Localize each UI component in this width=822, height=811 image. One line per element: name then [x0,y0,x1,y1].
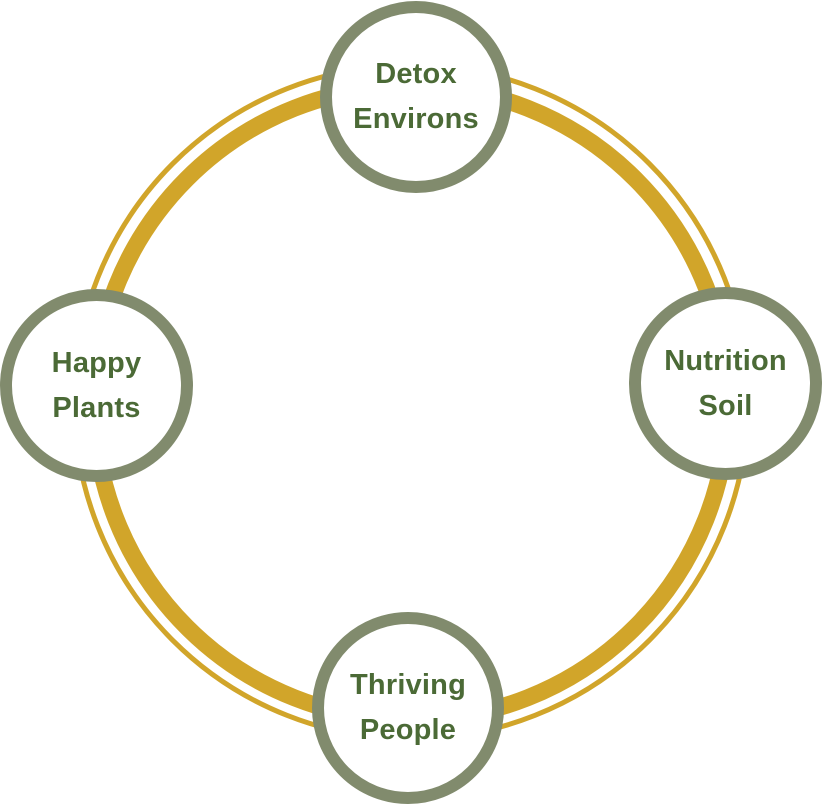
node-thriving-people: Thriving People [312,612,504,804]
node-label-line2: Plants [52,391,141,424]
node-label-line1: Nutrition [664,344,787,377]
node-label-line1: Happy [51,346,142,379]
node-nutrition-soil: Nutrition Soil [629,287,822,480]
node-label-line1: Thriving [350,669,466,701]
node-label-line2: Soil [698,389,753,422]
node-label-line2: Environs [353,103,479,135]
node-label-line1: Detox [375,58,457,90]
node-detox-environs: Detox Environs [320,1,512,193]
node-label-line2: People [359,714,457,746]
node-happy-plants: Happy Plants [0,289,193,482]
